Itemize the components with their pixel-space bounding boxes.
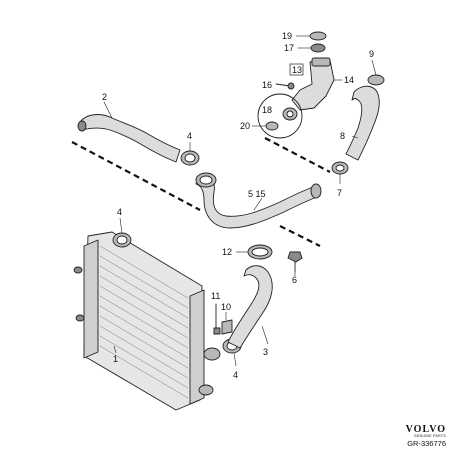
hose-part-8 (345, 85, 380, 161)
callout-3: 3 (263, 347, 268, 357)
brand-block: VOLVO GENUINE PARTS GR-336776 (405, 423, 446, 449)
clamp-part-4-left (112, 217, 132, 248)
clamp-part-4-upper (180, 142, 200, 166)
callout-7: 7 (337, 188, 342, 198)
pipe-part-5-15 (195, 172, 322, 229)
callout-12: 12 (222, 247, 232, 257)
dashed-boundary-right (264, 137, 331, 173)
clamp-part-9 (367, 59, 385, 86)
clamp-part-20 (252, 121, 279, 131)
bolt-part-16 (275, 82, 295, 90)
callout-18: 18 (262, 105, 272, 115)
callout-16: 16 (262, 80, 272, 90)
callout-5-15: 5 15 (248, 189, 266, 199)
intercooler-part-1 (73, 231, 221, 411)
callout-4-left: 4 (117, 207, 122, 217)
callout-19: 19 (282, 31, 292, 41)
connector-part-18 (257, 93, 303, 139)
callout-1: 1 (113, 354, 118, 364)
diagram-reference: GR-336776 (407, 439, 446, 449)
hose-part-2 (77, 101, 181, 163)
seal-part-17 (298, 43, 326, 53)
hose-part-3 (227, 265, 273, 349)
callout-11: 11 (211, 291, 220, 301)
callout-14: 14 (344, 75, 354, 85)
volvo-logo: VOLVO (405, 423, 446, 435)
callout-6: 6 (292, 275, 297, 285)
housing-part-14 (291, 57, 342, 111)
bolt-part-6 (287, 251, 303, 276)
callout-9: 9 (369, 49, 374, 59)
dashed-boundary-left (71, 141, 201, 211)
callout-4-lower: 4 (233, 370, 238, 380)
callout-13-box (289, 63, 304, 76)
dashed-boundary-lower (279, 225, 321, 247)
callout-20: 20 (240, 121, 250, 131)
callout-10: 10 (221, 302, 231, 312)
callout-8: 8 (340, 131, 345, 141)
callout-13: 13 (292, 65, 302, 75)
clip-part-19 (296, 31, 327, 41)
bracket-part-11 (213, 303, 221, 335)
callout-17: 17 (284, 43, 294, 53)
bracket-part-10 (221, 312, 233, 335)
clamp-part-12 (236, 244, 273, 260)
brand-tagline: GENUINE PARTS (413, 434, 446, 439)
clamp-part-7 (331, 161, 349, 184)
callout-4-upper: 4 (187, 131, 192, 141)
callout-2: 2 (102, 92, 107, 102)
